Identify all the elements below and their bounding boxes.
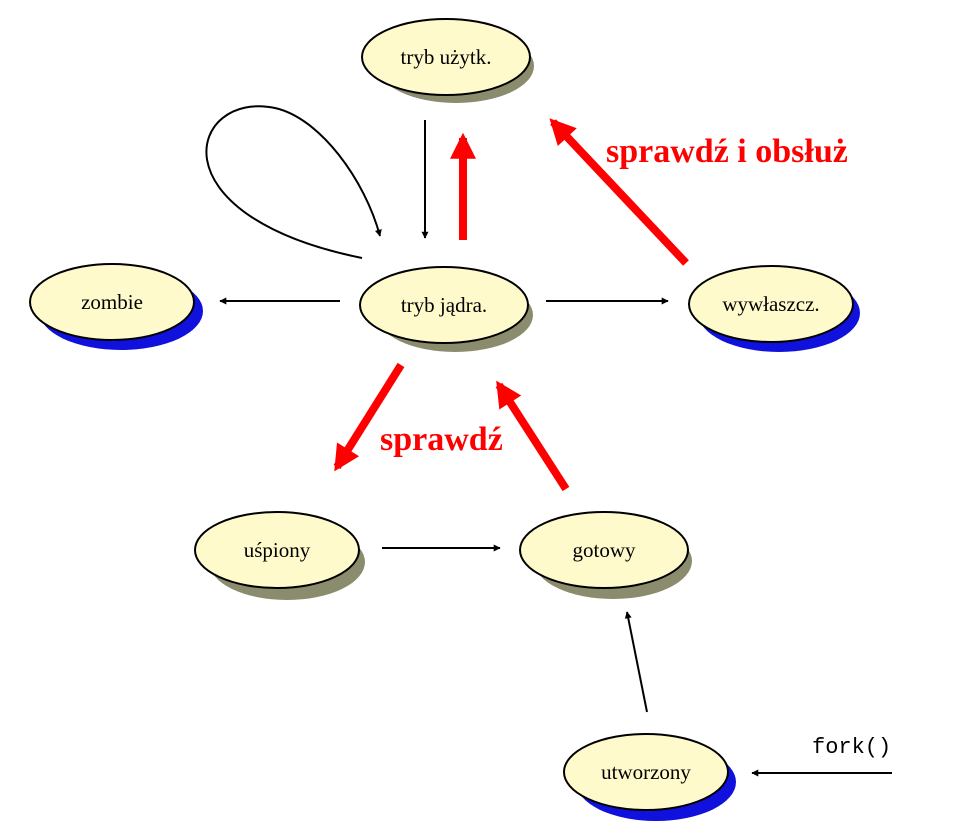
node-label-ready: gotowy bbox=[573, 538, 637, 562]
arrow-kernel-self-loop bbox=[205, 105, 382, 259]
node-ellipse bbox=[359, 266, 529, 344]
label-check-and-handle: sprawdź i obsłuż bbox=[606, 133, 848, 170]
node-preempted: wywłaszcz. bbox=[688, 265, 860, 352]
node-kernel-mode: tryb jądra. bbox=[359, 266, 533, 352]
node-ellipse bbox=[688, 265, 854, 343]
node-ellipse bbox=[519, 511, 689, 589]
node-label-kernel-mode: tryb jądra. bbox=[401, 293, 487, 317]
node-sleeping: uśpiony bbox=[194, 511, 365, 600]
arrow-created-to-ready bbox=[624, 611, 648, 713]
node-ellipse bbox=[29, 263, 195, 341]
node-label-zombie: zombie bbox=[81, 290, 143, 314]
label-check: sprawdź bbox=[380, 421, 503, 458]
node-created: utworzony bbox=[563, 733, 736, 821]
node-ellipse bbox=[361, 18, 531, 96]
node-zombie: zombie bbox=[29, 263, 203, 350]
node-ready: gotowy bbox=[519, 511, 692, 599]
node-ellipse bbox=[563, 733, 729, 811]
arrow-red-kernel-to-sleeping bbox=[333, 362, 405, 472]
arrow-red-ready-to-kernel bbox=[495, 380, 570, 492]
node-label-user-mode: tryb użytk. bbox=[401, 45, 492, 69]
node-ellipse bbox=[194, 511, 360, 589]
label-fork: fork() bbox=[812, 735, 891, 760]
node-label-preempted: wywłaszcz. bbox=[722, 292, 819, 316]
node-user-mode: tryb użytk. bbox=[361, 18, 534, 103]
node-label-created: utworzony bbox=[601, 760, 691, 784]
node-label-sleeping: uśpiony bbox=[244, 538, 311, 562]
arrow-red-preempted-to-user bbox=[549, 118, 689, 266]
